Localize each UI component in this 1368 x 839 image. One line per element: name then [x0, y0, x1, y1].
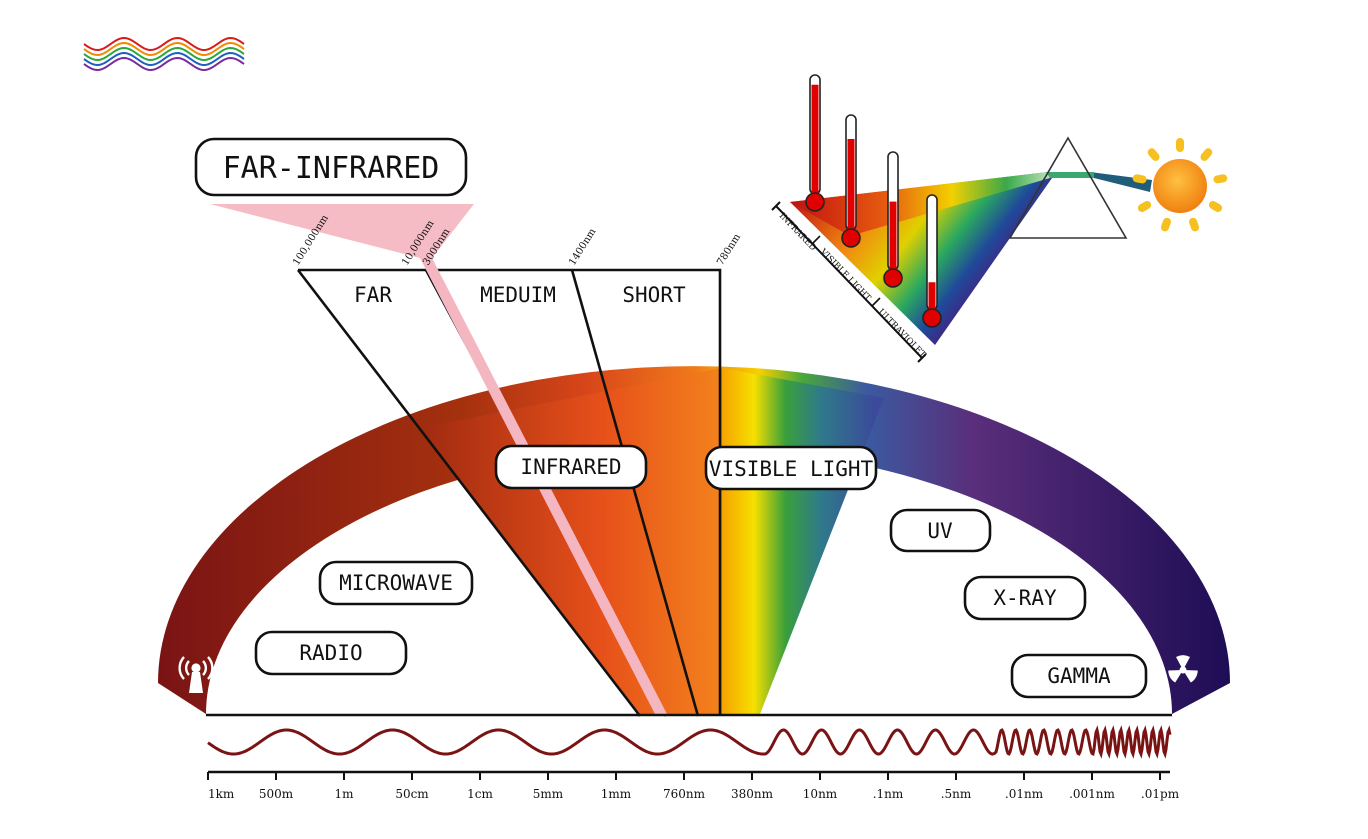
scale-tick-label: 760nm — [663, 787, 706, 801]
thermometer-fill — [928, 282, 936, 310]
svg-text:INFRARED: INFRARED — [520, 455, 621, 479]
band-pill-visible-light: VISIBLE LIGHT — [704, 445, 878, 491]
thermometer-fill — [889, 201, 897, 270]
far-infrared-callout: FAR-INFRARED — [194, 137, 468, 197]
visible-light-beam — [722, 368, 884, 714]
band-pill-x-ray: X-RAY — [963, 575, 1087, 621]
band-pill-radio: RADIO — [254, 630, 408, 676]
scale-tick-label: 500m — [259, 787, 294, 801]
svg-text:UV: UV — [927, 519, 953, 543]
radio-antenna-icon — [178, 656, 214, 693]
prism-scale-bar — [775, 205, 923, 359]
scale-tick-label: 1mm — [601, 787, 632, 801]
band-label-far: FAR — [354, 283, 392, 307]
band-pill-uv: UV — [889, 508, 992, 553]
sun-icon — [1132, 138, 1228, 232]
scale-tick-label: 1cm — [467, 787, 493, 801]
scale-tick-label: .01pm — [1141, 787, 1180, 801]
band-label-short: SHORT — [622, 283, 686, 307]
svg-text:GAMMA: GAMMA — [1047, 664, 1111, 688]
thermometer-icon — [922, 194, 942, 328]
scale-tick-label: .5nm — [941, 787, 972, 801]
far-infrared-label: FAR-INFRARED — [223, 151, 440, 186]
band-pill-microwave: MICROWAVE — [318, 560, 474, 606]
mark-780nm: 780nm — [715, 232, 743, 268]
band-pill-gamma: GAMMA — [1010, 653, 1148, 699]
sun-beam — [1090, 172, 1152, 192]
logo-wave — [83, 56, 245, 72]
logo-wave — [83, 41, 245, 57]
svg-text:X-RAY: X-RAY — [993, 586, 1057, 610]
radiation-icon — [1168, 655, 1198, 683]
logo-wave — [83, 46, 245, 62]
band-label-medium: MEDUIM — [480, 283, 556, 307]
band-pill-infrared: INFRARED — [494, 444, 648, 490]
scale-tick-label: 1m — [334, 787, 354, 801]
mark-1400nm: 1400nm — [567, 226, 599, 267]
scale-tick-label: 1km — [208, 787, 235, 801]
rainbow-waves-icon — [83, 36, 245, 72]
svg-text:RADIO: RADIO — [299, 641, 362, 665]
thermometer-fill — [847, 138, 855, 230]
scale-tick-label: .1nm — [873, 787, 904, 801]
scale-tick-label: 50cm — [395, 787, 429, 801]
prism-inner-beam — [1046, 172, 1094, 178]
scale-tick-label: 380nm — [731, 787, 774, 801]
scale-tick-label: .01nm — [1005, 787, 1044, 801]
spectrum-arc — [158, 366, 1230, 714]
scale-tick-label: 10nm — [803, 787, 838, 801]
logo-wave — [83, 51, 245, 67]
prism-experiment: INFRARED VISIBLE LIGHT ULTRAVIOLET — [771, 74, 1228, 363]
thermometer-icon — [841, 114, 861, 248]
scale-tick-label: 5mm — [533, 787, 564, 801]
scale-ticks: 1km 500m 1m 50cm 1cm 5mm 1mm 760nm 380nm 10nm .1nm… — [207, 772, 1180, 801]
thermometer-icon — [805, 74, 825, 212]
thermometers — [805, 74, 942, 328]
svg-text:VISIBLE LIGHT: VISIBLE LIGHT — [709, 457, 874, 481]
logo-wave — [83, 36, 245, 52]
prism-icon — [1008, 136, 1128, 239]
far-infrared-beam — [210, 204, 474, 258]
wave-line — [207, 725, 1172, 759]
thermometer-icon — [883, 151, 903, 288]
svg-text:MICROWAVE: MICROWAVE — [339, 571, 453, 595]
scale-tick-label: .001nm — [1069, 787, 1115, 801]
thermometer-fill — [811, 84, 819, 194]
